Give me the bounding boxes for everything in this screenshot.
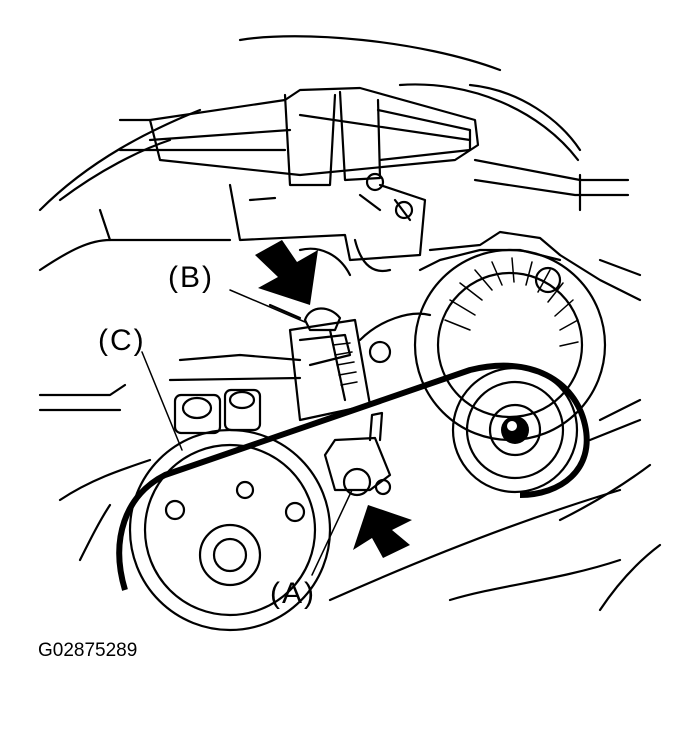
ignition-coil-and-wires — [38, 35, 642, 302]
engine-block-outline — [38, 353, 662, 612]
figure-caption: G02875289 — [38, 640, 138, 661]
leader-a — [311, 489, 353, 576]
leader-c — [141, 351, 183, 451]
arrow-to-a — [353, 505, 412, 558]
arrow-to-b — [255, 240, 318, 305]
alternator — [358, 248, 607, 442]
callout-label-a: (A) — [270, 577, 316, 610]
alternator-pulley — [451, 366, 579, 494]
callout-label-c: (C) — [98, 324, 146, 357]
callout-label-b: (B) — [168, 261, 214, 294]
drive-belt — [116, 362, 590, 591]
tensioner-lock-bolt — [323, 411, 392, 497]
lower-pulley — [128, 428, 332, 632]
tensioner-bracket — [268, 303, 372, 422]
leader-b — [229, 289, 306, 323]
